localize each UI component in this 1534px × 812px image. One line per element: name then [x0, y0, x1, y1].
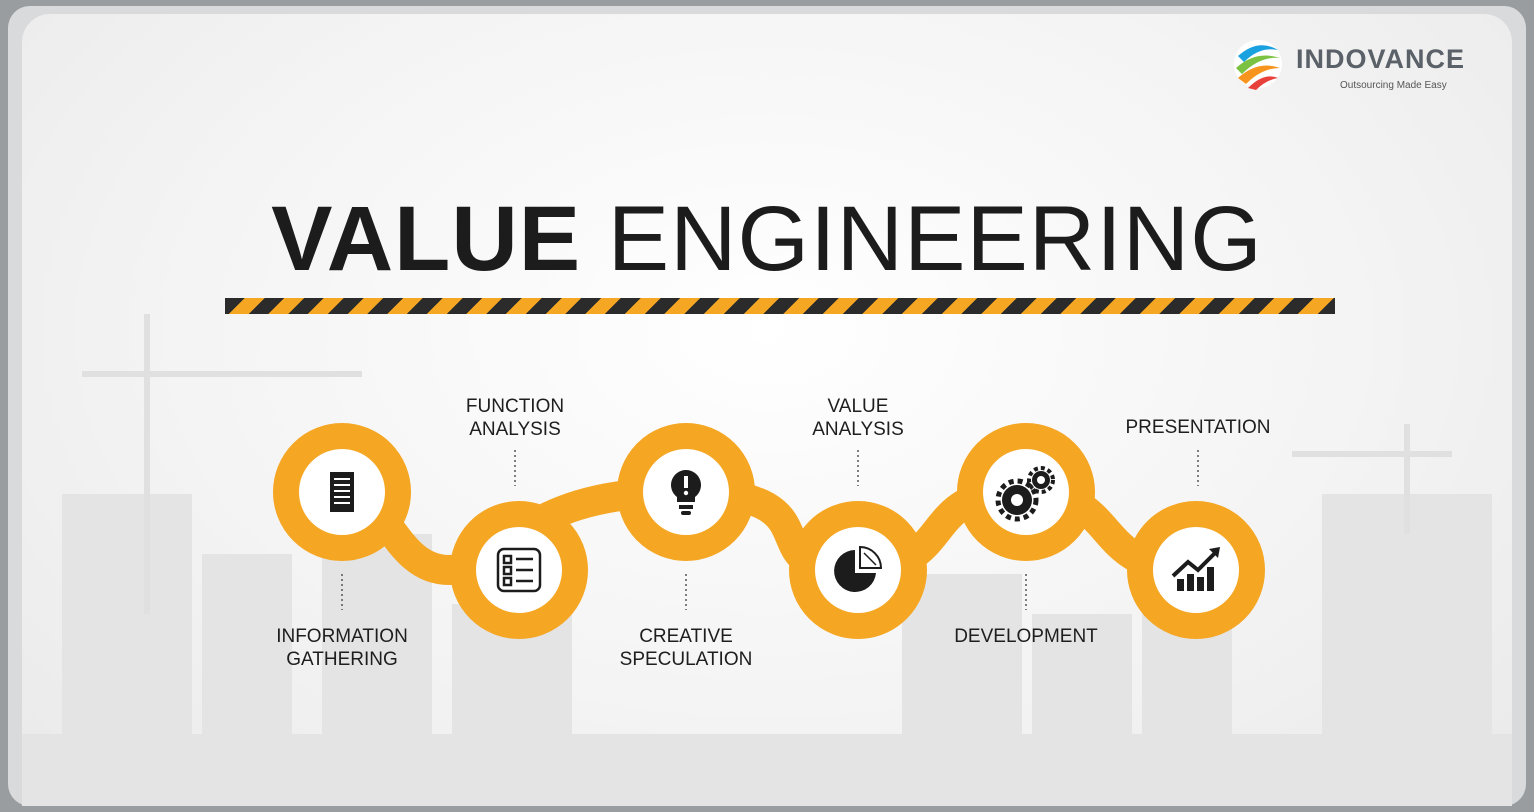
hazard-stripe-divider — [225, 298, 1335, 314]
page-title: VALUE ENGINEERING — [22, 189, 1512, 289]
step-circle-4 — [789, 501, 927, 639]
title-bold-word: VALUE — [271, 188, 582, 290]
step-label-presentation: PRESENTATION — [1125, 417, 1271, 438]
step-label-function-analysis: FUNCTION ANALYSIS — [465, 396, 565, 440]
checklist-icon — [496, 547, 542, 593]
brand-tagline: Outsourcing Made Easy — [1340, 80, 1447, 91]
indovance-logo: INDOVANCE Outsourcing Made Easy — [1230, 34, 1500, 114]
process-chain — [273, 423, 1265, 639]
lightbulb-icon — [671, 470, 701, 515]
brand-name: INDOVANCE — [1296, 44, 1466, 74]
title-rest: ENGINEERING — [607, 188, 1263, 290]
step-label-information-gathering: INFORMATION GATHERING — [276, 626, 408, 670]
growth-chart-icon — [1171, 547, 1220, 591]
gears-icon — [995, 466, 1055, 522]
globe-swirl-icon — [1234, 40, 1282, 90]
step-label-creative-speculation: CREATIVE SPECULATION — [619, 626, 753, 670]
infographic-card: INDOVANCE Outsourcing Made Easy VALUE EN… — [22, 14, 1512, 806]
step-label-value-analysis: VALUE ANALYSIS — [812, 396, 904, 440]
pie-chart-icon — [834, 545, 883, 592]
document-icon — [330, 472, 354, 512]
step-label-development: DEVELOPMENT — [954, 626, 1098, 647]
